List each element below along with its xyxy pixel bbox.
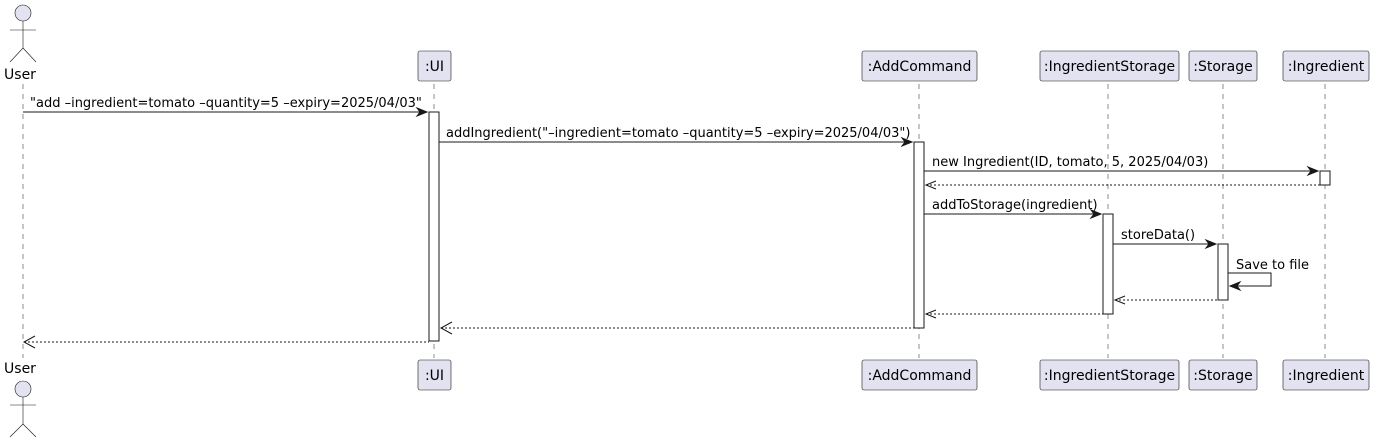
message-return-ingredient xyxy=(924,180,1320,190)
actor-head xyxy=(14,380,32,398)
arrow-head-open xyxy=(924,180,937,190)
activation-ingredient xyxy=(1319,170,1331,186)
participant-addcommand-bottom: :AddCommand xyxy=(861,359,978,391)
message-label: addToStorage(ingredient) xyxy=(932,198,1098,213)
participant-storage-top: :Storage xyxy=(1188,50,1258,82)
participant-label: :UI xyxy=(425,368,444,384)
message-return-addcommand xyxy=(439,321,914,335)
message-add-ingredient: addIngredient("–ingredient=tomato –quant… xyxy=(439,126,914,148)
actor-label-bottom: User xyxy=(4,361,36,377)
message-label: addIngredient("–ingredient=tomato –quant… xyxy=(446,126,910,141)
arrow-head-open xyxy=(22,335,36,349)
message-add-to-storage: addToStorage(ingredient) xyxy=(924,198,1103,220)
message-label: "add –ingredient=tomato –quantity=5 –exp… xyxy=(30,96,422,111)
message-return-ui xyxy=(22,335,429,349)
arrow-head-open xyxy=(1113,295,1126,305)
message-label: Save to file xyxy=(1236,258,1309,273)
arrow-head-open xyxy=(439,321,453,335)
message-new-ingredient: new Ingredient(ID, tomato, 5, 2025/04/03… xyxy=(924,155,1320,177)
arrow-head-solid xyxy=(1204,238,1218,250)
arrow-head-solid xyxy=(415,106,429,118)
participant-label: :UI xyxy=(425,59,444,75)
actor-head xyxy=(14,4,32,22)
participant-ingredient-top: :Ingredient xyxy=(1282,50,1370,82)
participant-label: :IngredientStorage xyxy=(1044,368,1175,384)
participant-label: :Ingredient xyxy=(1288,59,1365,75)
activation-ui xyxy=(428,111,440,342)
activation-storage xyxy=(1217,243,1229,301)
participant-addcommand-top: :AddCommand xyxy=(861,50,978,82)
arrow-head-solid xyxy=(900,136,914,148)
message-label: new Ingredient(ID, tomato, 5, 2025/04/03… xyxy=(932,155,1208,170)
participant-label: :Storage xyxy=(1193,59,1253,75)
activation-ingredientstorage xyxy=(1102,213,1114,315)
arrow-head-solid xyxy=(1228,280,1242,292)
activation-addcommand xyxy=(913,141,925,329)
arrow-head-open xyxy=(924,309,937,319)
participant-label: :Ingredient xyxy=(1288,368,1365,384)
participant-ingredientstorage-top: :IngredientStorage xyxy=(1039,50,1180,82)
message-return-storage xyxy=(1113,295,1218,305)
participant-storage-bottom: :Storage xyxy=(1188,359,1258,391)
arrow-head-solid xyxy=(1306,165,1320,177)
participant-label: :AddCommand xyxy=(868,368,972,384)
message-label: storeData() xyxy=(1121,228,1195,243)
message-save-to-file: Save to file xyxy=(1228,258,1309,292)
participant-ui-bottom: :UI xyxy=(417,359,452,391)
message-add-command: "add –ingredient=tomato –quantity=5 –exp… xyxy=(23,96,429,118)
message-return-ingredientstorage xyxy=(924,309,1103,319)
actor-user-bottom: User xyxy=(4,361,37,438)
participant-label: :Storage xyxy=(1193,368,1253,384)
participant-ingredient-bottom: :Ingredient xyxy=(1282,359,1370,391)
participant-ui-top: :UI xyxy=(417,50,452,82)
actor-user-top: User xyxy=(4,4,37,83)
message-store-data: storeData() xyxy=(1113,228,1218,250)
actor-label-top: User xyxy=(4,67,36,83)
participant-label: :AddCommand xyxy=(868,59,972,75)
participant-ingredientstorage-bottom: :IngredientStorage xyxy=(1039,359,1180,391)
arrow-head-solid xyxy=(1089,208,1103,220)
participant-label: :IngredientStorage xyxy=(1044,59,1175,75)
